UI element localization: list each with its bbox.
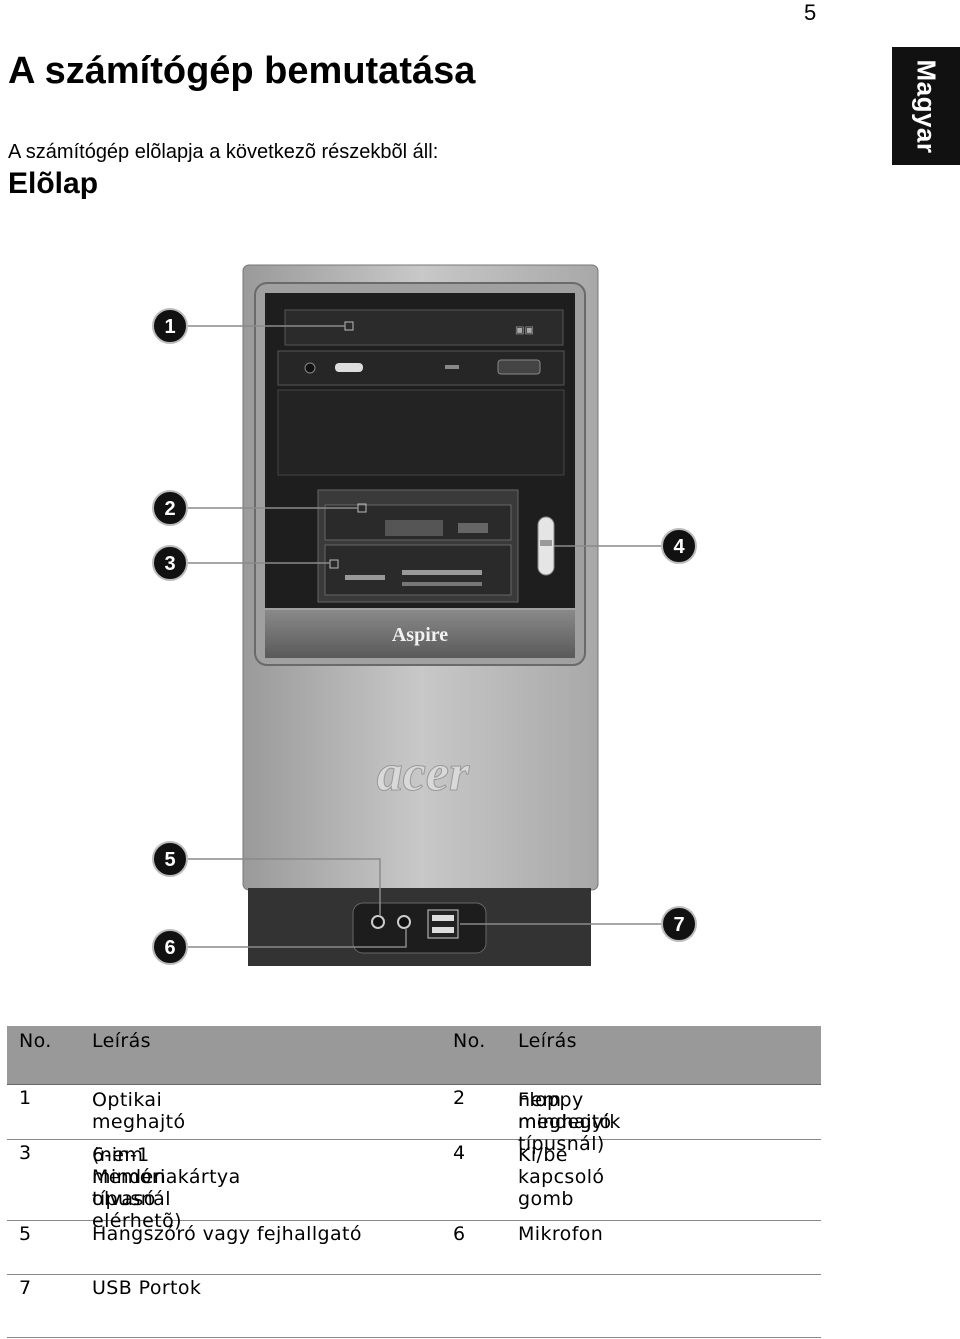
optical-drive: ▣▣ [277,309,565,386]
usb-port-icon [427,909,459,939]
callout-6: 6 [152,929,188,965]
eject-button [497,359,541,375]
row-3-desc-1: Hangszóró vagy fejhallgató [92,1223,362,1245]
row-2-desc-2-line: Ki/be kapcsoló gomb [518,1144,605,1210]
front-port-panel [352,902,487,954]
computer-front-illustration: ▣▣ Aspire acer [152,264,697,966]
table-row: 5 Hangszóró vagy fejhallgató 6 Mikrofon [7,1221,821,1275]
row-1-desc-1-line: Optikai meghajtó [92,1089,186,1133]
language-tab-label: Magyar [911,58,942,154]
row-1-no-2: 2 [453,1087,466,1109]
brand-logo: acer [377,745,470,802]
brand-panel [265,610,575,658]
callout-5: 5 [152,841,188,877]
callout-1: 1 [152,308,188,344]
callout-1-label: 1 [164,316,175,338]
language-tab: Magyar [892,47,960,165]
table-row: 7 USB Portok [7,1275,821,1338]
row-4-desc-1: USB Portok [92,1277,202,1299]
computer-front-figure: ▣▣ Aspire acer [140,255,720,1015]
row-2-desc-1-line1: 6-in-1 Memóriakártya olvasó [92,1144,241,1210]
parts-table: No. Leírás No. Leírás 1 Optikai meghajtó… [7,1026,821,1338]
row-3-desc-2: Mikrofon [518,1223,604,1245]
floppy-and-card-reader [317,489,519,603]
row-2-desc-1-line2: (nem minden típusnál elérhetõ) [92,1144,182,1232]
callout-4-label: 4 [673,536,685,558]
header-desc-2: Leírás [518,1030,577,1052]
header-no-1: No. [19,1030,52,1052]
table-row: 1 Optikai meghajtó 2 Floppy meghajtó nem… [7,1085,821,1155]
callout-7-label: 7 [673,914,684,936]
callout-7: 7 [661,906,697,942]
card-reader-led [329,559,339,569]
callout-5-label: 5 [164,849,175,871]
floppy-slot [385,520,443,536]
callout-3: 3 [152,545,188,581]
row-1-no-1: 1 [19,1087,32,1109]
header-no-2: No. [453,1030,486,1052]
section-heading: Elõlap [8,167,99,200]
row-4-no-1: 7 [19,1277,32,1299]
page-number: 5 [804,0,817,25]
headphone-port-icon [371,915,385,929]
callout-2: 2 [152,490,188,526]
row-3-no-1: 5 [19,1223,32,1245]
callout-4: 4 [661,528,697,564]
callout-2-label: 2 [164,498,175,520]
intro-text: A számítógép elõlapja a következõ részek… [8,141,439,163]
headphone-jack-icon [304,362,316,374]
row-2-no-1: 3 [19,1142,32,1164]
brand-panel-label: Aspire [392,624,448,646]
row-1-desc-2-line2: nem mindegyik típusnál) [518,1089,621,1155]
empty-drive-bay [277,389,565,476]
table-row: 3 6-in-1 Memóriakártya olvasó (nem minde… [7,1140,821,1232]
volume-slider [335,363,363,372]
callout-3-label: 3 [164,553,175,575]
microphone-port-icon [397,915,411,929]
table-header: No. Leírás No. Leírás [7,1026,821,1085]
row-3-no-2: 6 [453,1223,466,1245]
page-title: A számítógép bemutatása [8,50,476,92]
callout-6-label: 6 [164,937,175,959]
floppy-eject-button [458,523,488,533]
header-desc-1: Leírás [92,1030,151,1052]
svg-text:▣▣: ▣▣ [515,325,534,336]
row-2-no-2: 4 [453,1142,466,1164]
row-1-desc-2-line1: Floppy meghajtó [518,1089,612,1133]
